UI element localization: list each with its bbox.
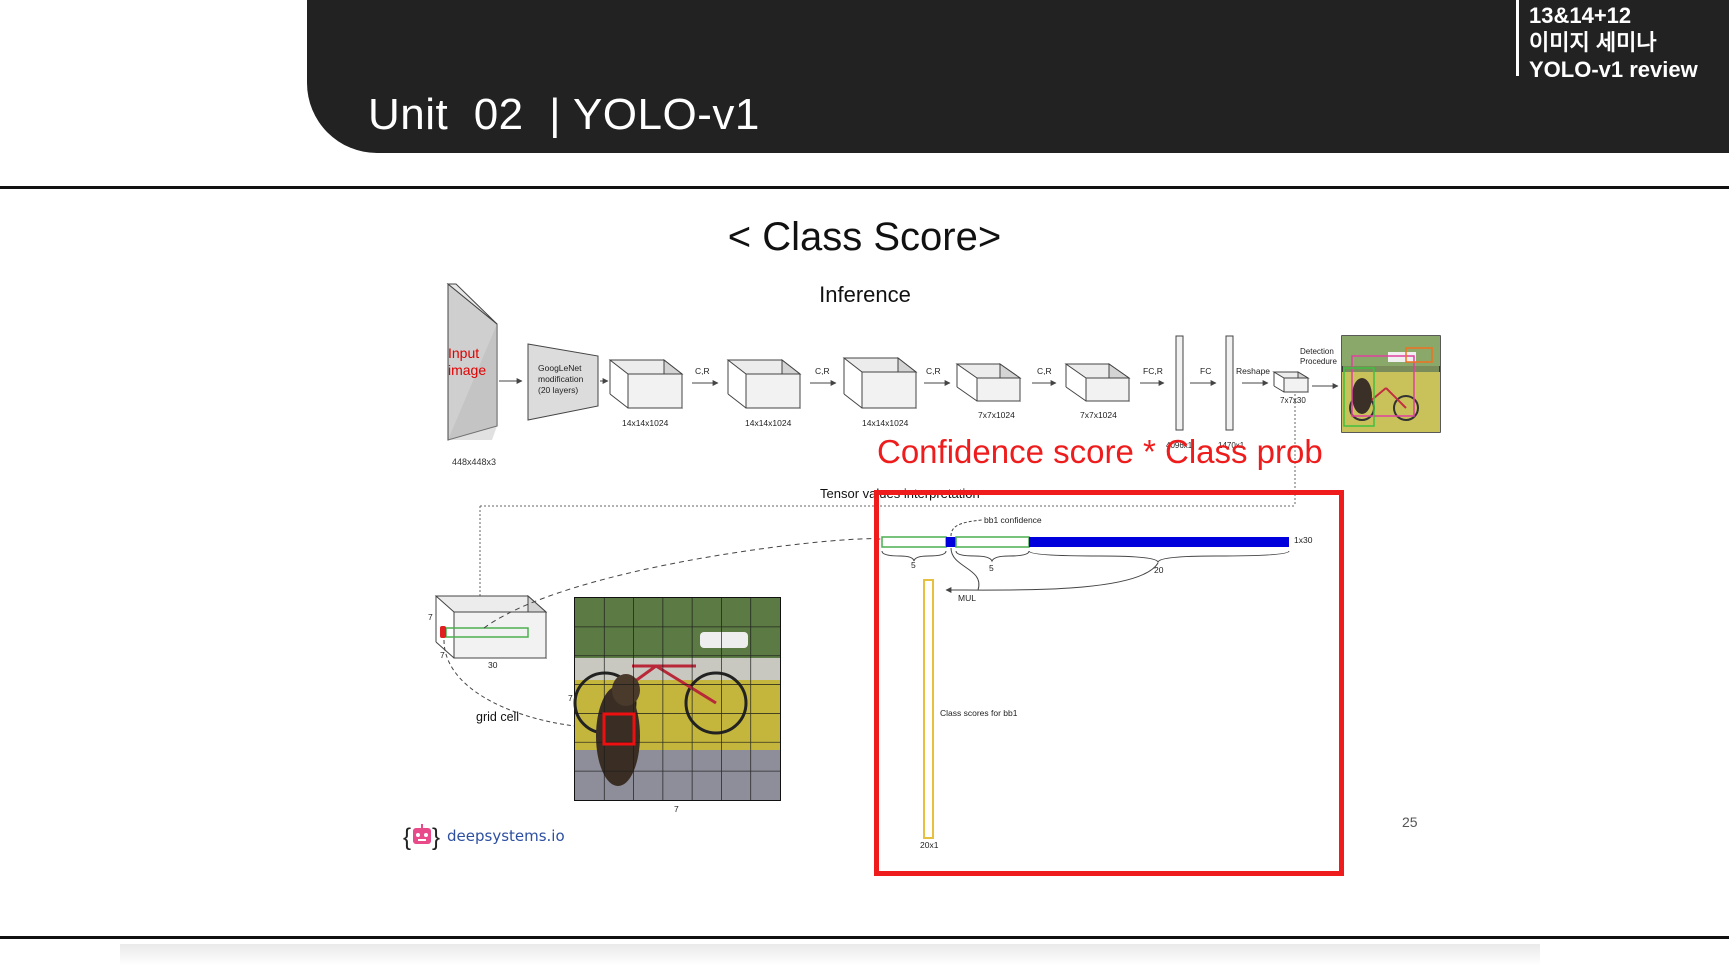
block-label-4: 7x7x1024	[978, 410, 1015, 420]
block-label-2: 14x14x1024	[745, 418, 792, 428]
unit-title: Unit 02 | YOLO-v1	[368, 90, 760, 139]
googlenet-line3: (20 layers)	[538, 385, 578, 395]
image-dim-1: 7	[568, 693, 573, 703]
segment-1: 5	[911, 560, 916, 570]
conv-block-5	[1064, 363, 1131, 402]
highlight-box	[874, 490, 1344, 876]
side-note-date: 13&14+12	[1529, 3, 1632, 28]
brand-logo: { } deepsystems.io	[403, 820, 565, 852]
tensor-cube	[434, 594, 548, 660]
output-size: 7x7x30	[1280, 396, 1306, 405]
conv-block-1	[608, 358, 684, 410]
conv-block-3	[842, 356, 918, 410]
mul-label: MUL	[958, 593, 976, 603]
arrow-label-5: FC,R	[1143, 366, 1163, 376]
inference-title: Inference	[819, 282, 911, 307]
grid-cell-label: grid cell	[476, 710, 519, 724]
input-image-slab	[446, 282, 498, 441]
top-divider	[0, 186, 1729, 189]
input-label-line1: Input	[448, 345, 479, 361]
block-label-5: 7x7x1024	[1080, 410, 1117, 420]
detection-line2: Procedure	[1300, 357, 1337, 366]
arrow-label-2: C,R	[815, 366, 830, 376]
block-label-3: 14x14x1024	[862, 418, 909, 428]
class-scores-label: Class scores for bb1	[940, 708, 1018, 718]
input-label-line2: image	[448, 362, 486, 378]
bottom-shadow	[120, 944, 1540, 966]
class-scores-size: 20x1	[920, 840, 939, 850]
googlenet-block	[527, 343, 599, 421]
conv-block-4	[955, 363, 1022, 402]
fc-layer-2	[1225, 335, 1234, 431]
fc-size-2: 1470x1	[1218, 441, 1245, 450]
page-number: 25	[1402, 814, 1418, 830]
yolo-figure: Inference Input image 448x448x3 GoogLeNe…	[400, 268, 1450, 858]
fc-layer-1	[1175, 335, 1184, 431]
grid-image	[573, 597, 781, 801]
googlenet-line1: GoogLeNet	[538, 363, 582, 373]
confidence-formula-label: Confidence score * Class prob	[877, 433, 1323, 470]
image-dim-2: 7	[674, 804, 679, 814]
vector-1x30	[881, 536, 1289, 548]
detection-line1: Detection	[1300, 347, 1334, 356]
fc-size-1: 4096x1	[1166, 441, 1193, 450]
side-divider	[1516, 0, 1519, 76]
arrow-label-6: FC	[1200, 366, 1211, 376]
output-tensor	[1272, 371, 1310, 393]
class-scores-column	[923, 579, 934, 839]
vector-size: 1x30	[1294, 535, 1313, 545]
googlenet-line2: modification	[538, 374, 584, 384]
side-note-topic: YOLO-v1 review	[1529, 57, 1698, 82]
tensor-dim-1: 7	[428, 612, 433, 622]
svg-text:{: {	[403, 824, 411, 851]
slide-heading: < Class Score>	[727, 215, 1002, 259]
detection-result-photo	[1341, 335, 1441, 433]
arrow-label-3: C,R	[926, 366, 941, 376]
side-note-seminar: 이미지 세미나	[1529, 30, 1657, 55]
tensor-dim-3: 30	[488, 660, 498, 670]
conv-block-2	[726, 358, 802, 410]
segment-3: 20	[1154, 565, 1164, 575]
arrow-label-1: C,R	[695, 366, 710, 376]
block-label-1: 14x14x1024	[622, 418, 669, 428]
segment-2: 5	[989, 563, 994, 573]
arrow-label-7: Reshape	[1236, 366, 1270, 376]
svg-text:}: }	[432, 824, 440, 851]
brand-text: deepsystems.io	[447, 827, 565, 845]
bottom-divider	[0, 936, 1729, 939]
header-bar	[307, 0, 1729, 153]
input-size: 448x448x3	[452, 457, 496, 467]
bb1-confidence-label: bb1 confidence	[984, 515, 1042, 525]
tensor-dim-2: 7	[440, 650, 445, 660]
side-notes: 13&14+12 이미지 세미나 YOLO-v1 review	[1529, 2, 1698, 83]
arrow-label-4: C,R	[1037, 366, 1052, 376]
yolo-diagram: Inference Input image 448x448x3 GoogLeNe…	[428, 282, 1441, 850]
robot-icon: { }	[403, 824, 440, 851]
